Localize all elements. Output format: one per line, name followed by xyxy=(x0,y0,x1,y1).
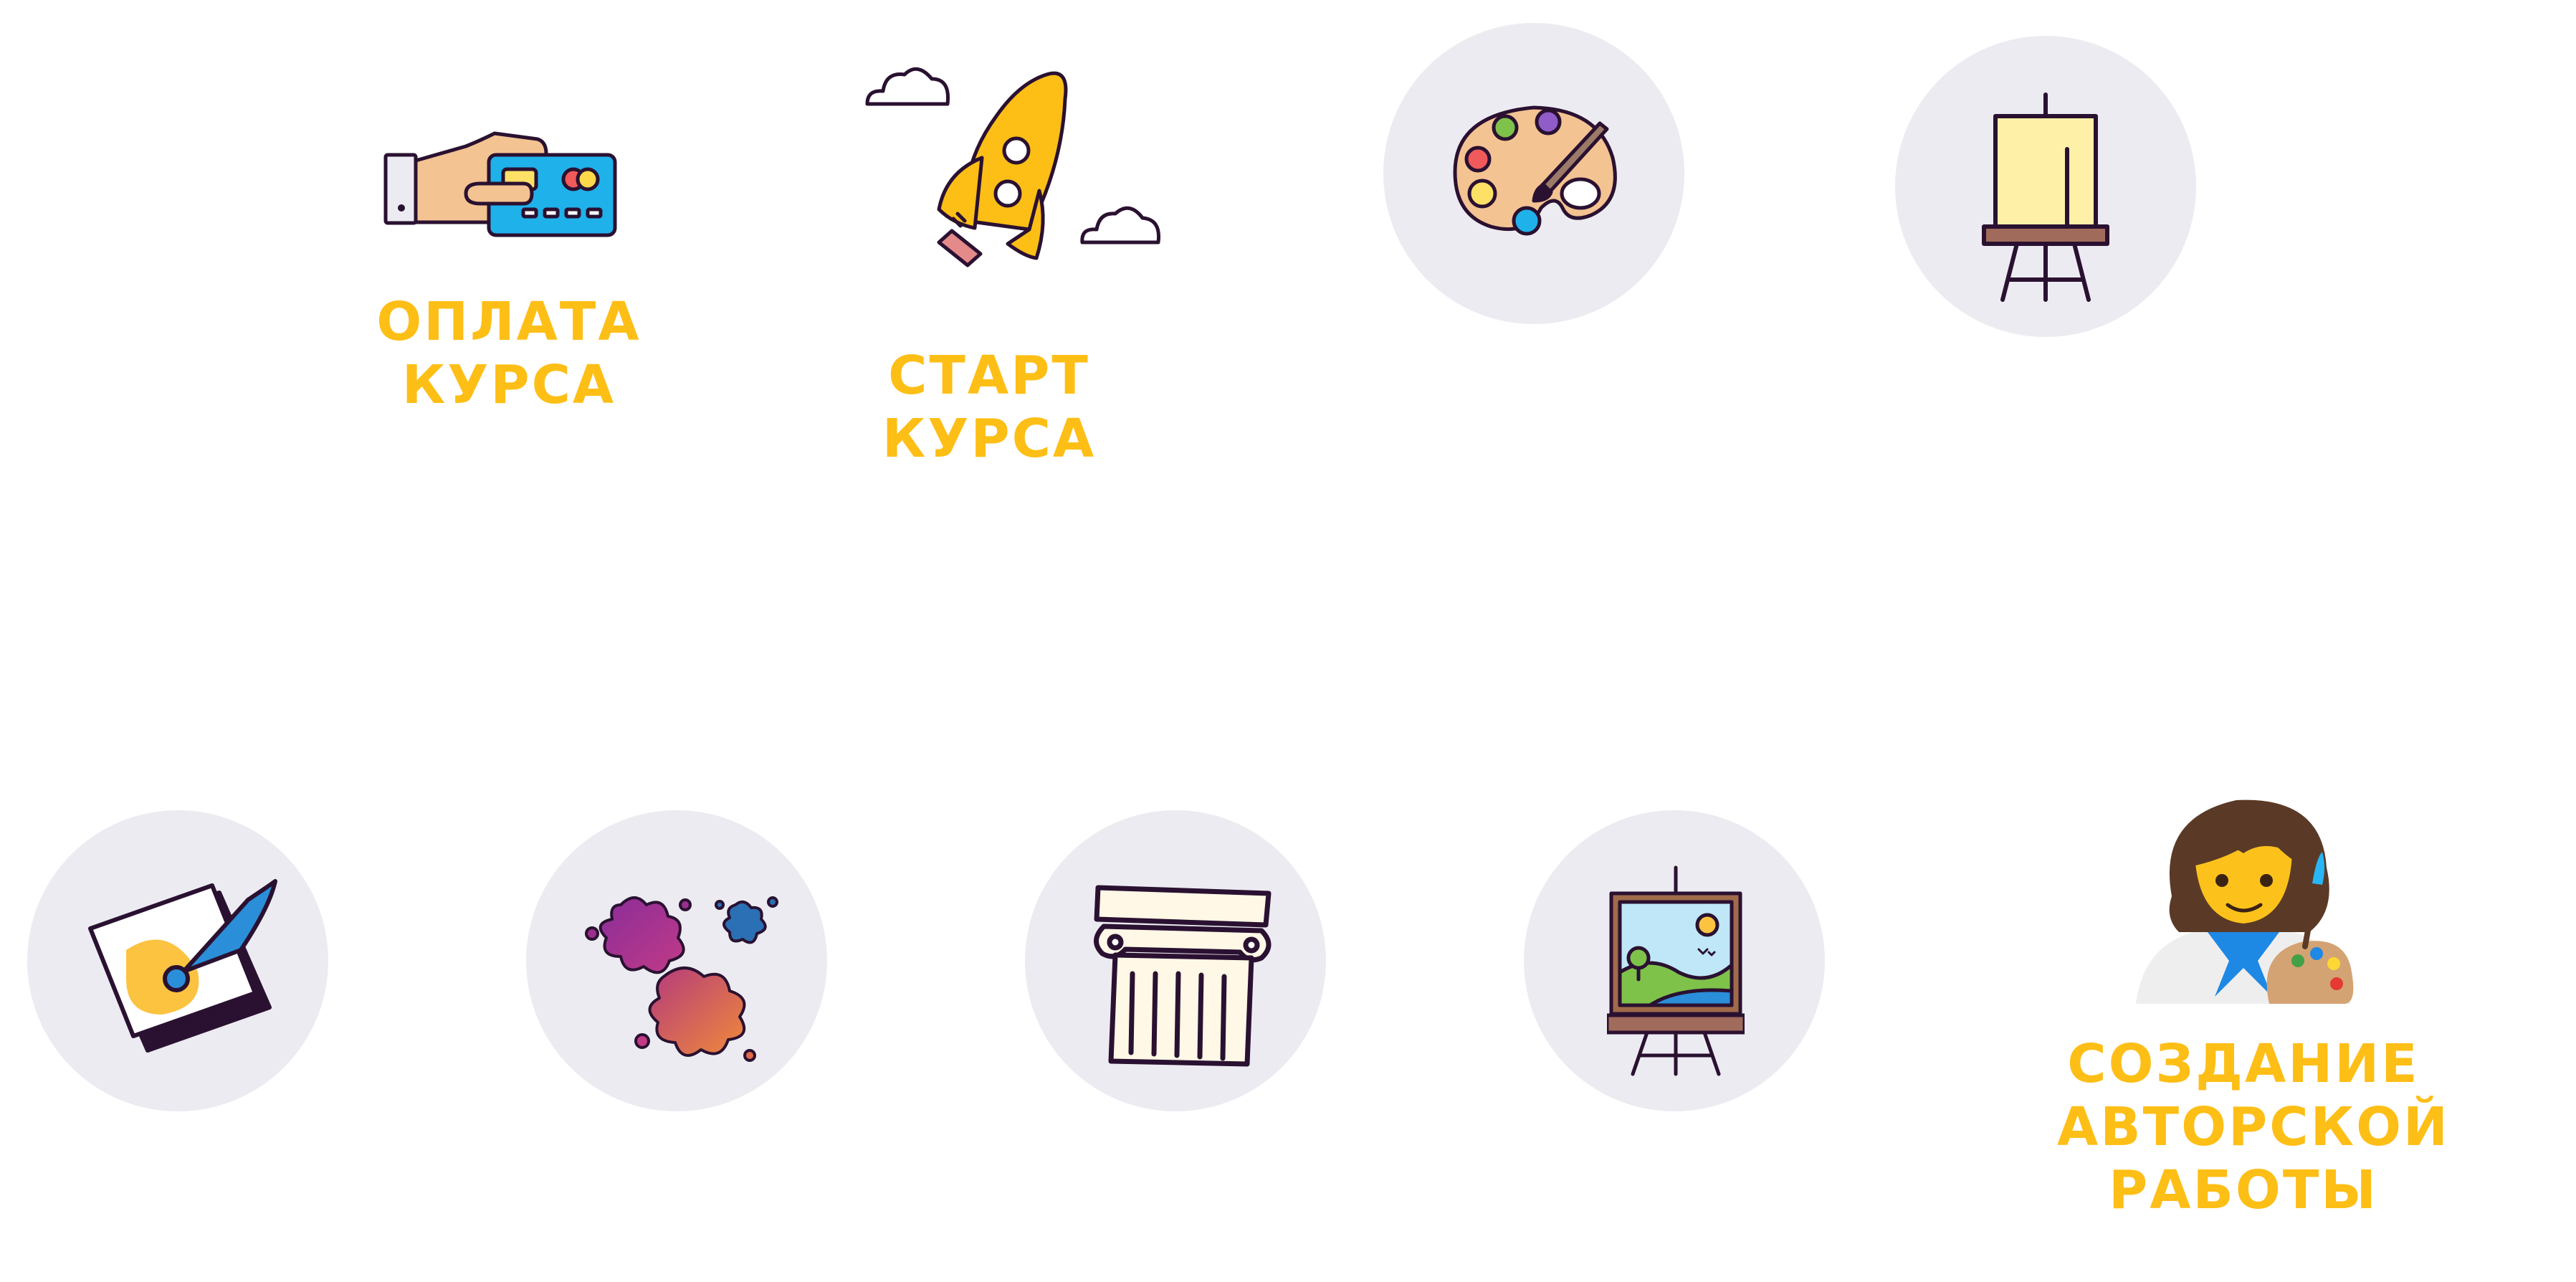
label-line: СТАРТ xyxy=(888,345,1090,407)
easel-with-landscape-icon xyxy=(1607,865,1745,1076)
icon-circle xyxy=(526,810,827,1111)
step-label-start: СТАРТ КУРСА xyxy=(846,344,1132,470)
paint-palette-icon xyxy=(1453,105,1617,236)
step-label-artist: СОЗДАНИЕ АВТОРСКОЙ РАБОТЫ xyxy=(2057,1032,2450,1222)
canvas-with-brush-icon xyxy=(88,879,277,1053)
step-label-payment: ОПЛАТА КУРСА xyxy=(366,290,652,417)
rocket-with-clouds-icon xyxy=(865,67,1161,267)
label-line: КУРСА xyxy=(401,354,616,416)
label-line: ОПЛАТА xyxy=(376,291,641,353)
hand-with-credit-card-icon xyxy=(383,131,617,237)
artist-person-icon xyxy=(2136,799,2354,1004)
ionic-column-icon xyxy=(1094,885,1272,1067)
label-line: КУРСА xyxy=(882,408,1097,470)
label-line: СОЗДАНИЕ xyxy=(2067,1033,2420,1095)
paint-splash-icon xyxy=(585,896,778,1062)
blank-easel-icon xyxy=(1982,92,2109,302)
label-line: РАБОТЫ xyxy=(2109,1159,2378,1221)
label-line: АВТОРСКОЙ xyxy=(2057,1096,2450,1158)
